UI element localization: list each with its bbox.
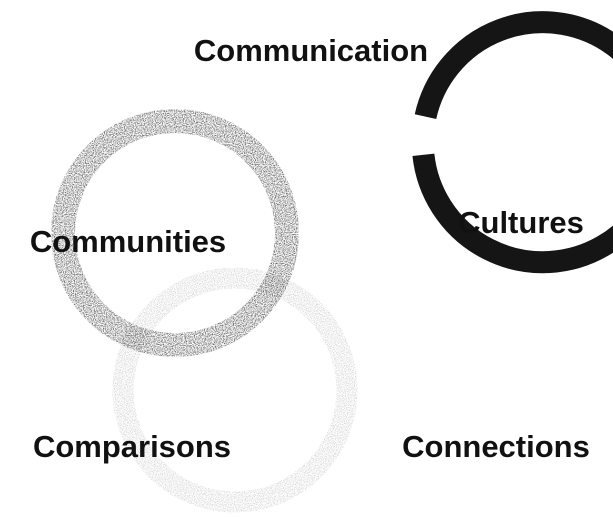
connections-label: Connections <box>402 429 590 464</box>
comparisons-ring <box>112 267 358 513</box>
communities-ring <box>51 109 299 357</box>
comparisons-label: Comparisons <box>33 429 231 464</box>
communication-label: Communication <box>194 33 428 68</box>
cultures-label: Cultures <box>458 205 584 240</box>
communities-label: Communities <box>30 224 226 259</box>
communication-ring <box>412 11 613 274</box>
